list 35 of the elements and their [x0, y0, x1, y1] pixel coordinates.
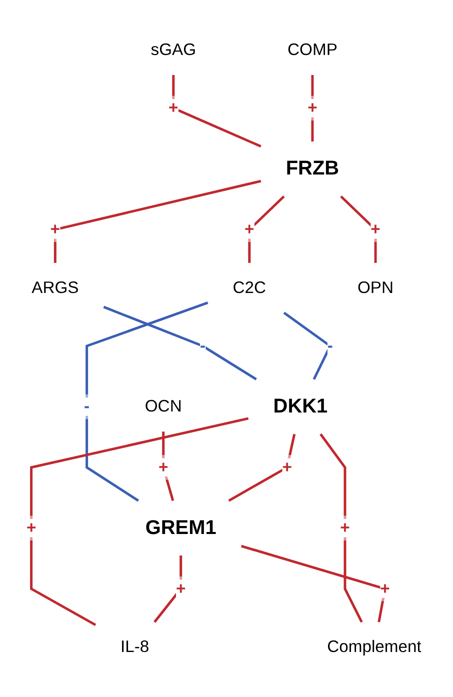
connector [54, 180, 262, 263]
node-text: DKK1 [273, 395, 328, 418]
connector [103, 306, 257, 380]
connector [172, 74, 262, 148]
edge-label: + [50, 220, 60, 239]
connector [154, 556, 182, 623]
edge-label: + [370, 220, 380, 239]
edge-label: - [327, 336, 333, 356]
node-text: OCN [144, 398, 182, 416]
edge-label: + [308, 99, 318, 118]
connector [30, 417, 249, 626]
connector [248, 195, 285, 263]
edge-label: + [340, 518, 350, 538]
node-text: Complement [327, 638, 422, 656]
edge-label: + [158, 458, 168, 477]
edge-label: - [84, 398, 90, 416]
edge-label: + [380, 580, 390, 598]
node-text: ARGS [32, 278, 79, 297]
connector [340, 195, 377, 263]
node-text: C2C [232, 278, 266, 297]
node-text: COMP [288, 40, 338, 60]
edge-label: + [282, 458, 292, 477]
edge-label: + [244, 220, 254, 239]
connector [320, 433, 363, 623]
node-text: FRZB [286, 157, 340, 180]
edge-label: + [168, 99, 178, 118]
connector [228, 434, 296, 502]
node-text: OPN [358, 278, 394, 297]
edge-label: - [200, 336, 206, 356]
connector [240, 544, 386, 622]
edge-label: + [176, 580, 186, 598]
edge-label: + [26, 518, 36, 538]
node-text: sGAG [150, 40, 196, 60]
node-text: GREM1 [145, 516, 216, 539]
node-text: IL-8 [120, 638, 150, 656]
